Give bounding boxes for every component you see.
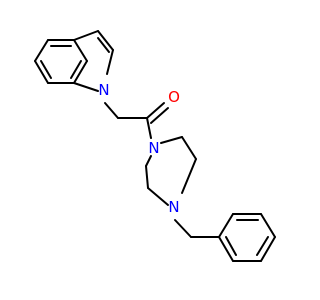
bond <box>34 60 49 84</box>
bond <box>145 155 152 167</box>
amide-nitrogen-label: N <box>148 139 159 157</box>
acetyl-linker <box>104 102 169 139</box>
bond <box>260 213 276 238</box>
bond <box>97 30 114 51</box>
piperazine-ring <box>145 136 197 206</box>
bond <box>174 219 192 238</box>
bond <box>106 49 114 75</box>
double-bond-inner <box>225 236 237 256</box>
indole-nitrogen-label: N <box>98 81 109 99</box>
carbonyl-oxygen-label: O <box>168 88 180 106</box>
bond <box>73 30 99 41</box>
bond <box>218 236 234 262</box>
bond <box>147 187 169 206</box>
bond <box>181 158 197 194</box>
double-bond-inner <box>40 60 52 79</box>
bond <box>146 117 152 139</box>
indole-benzene-ring <box>34 39 88 84</box>
bond <box>218 213 234 238</box>
benzyl-group <box>174 213 276 262</box>
double-bond-inner <box>256 236 269 256</box>
double-bond-inner <box>97 37 110 53</box>
molecule-structure: N O N N <box>34 30 276 262</box>
benzyl-nitrogen-label: N <box>168 198 179 216</box>
bond <box>34 39 49 62</box>
bond <box>145 165 149 189</box>
bond <box>181 136 197 160</box>
carbonyl-double-bond <box>146 102 165 119</box>
bond <box>73 60 88 84</box>
double-bond-inner <box>70 60 82 79</box>
bond <box>73 39 88 62</box>
bond <box>260 236 276 262</box>
bond <box>73 82 99 92</box>
bond <box>104 102 119 119</box>
carbonyl-double-bond <box>150 107 169 124</box>
indole-pyrrole-ring <box>73 30 114 92</box>
bond <box>160 136 183 144</box>
